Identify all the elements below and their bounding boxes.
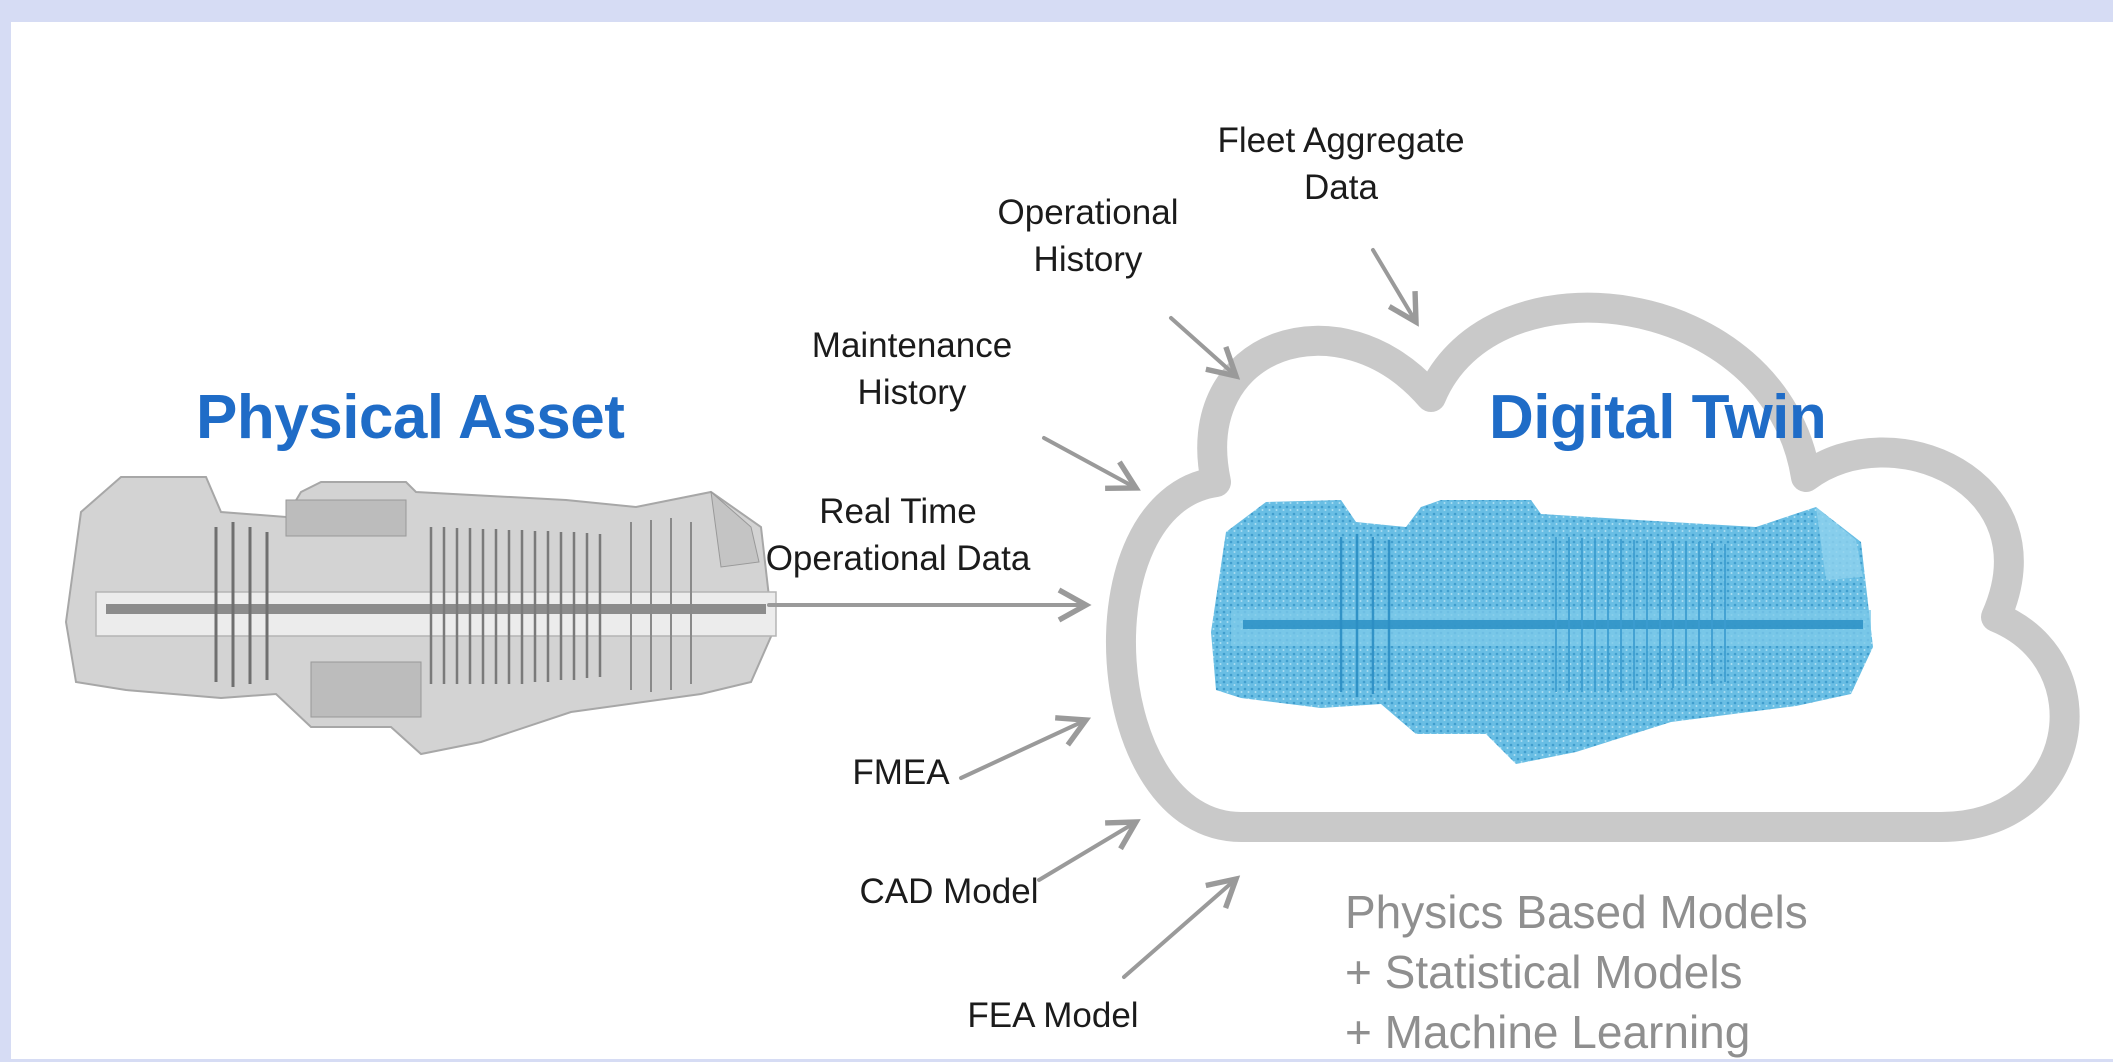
diagram-slide: Physical Asset Digital Twin Fleet Aggreg… <box>11 22 2113 1059</box>
models-list: Physics Based Models + Statistical Model… <box>1345 882 1808 1062</box>
arrow-fmea <box>959 715 1092 780</box>
arrow-operational-history <box>1169 316 1241 380</box>
models-line-machine-learning: + Machine Learning <box>1345 1006 1751 1058</box>
arrow-fleet-aggregate <box>1371 248 1419 327</box>
label-maintenance-history: Maintenance History <box>811 326 1013 412</box>
physical-asset-title: Physical Asset <box>196 383 625 452</box>
label-real-time-operational-data: Real Time Operational Data <box>765 492 1031 578</box>
arrow-maintenance-history <box>1042 436 1141 491</box>
models-line-statistical: + Statistical Models <box>1345 946 1743 998</box>
cloud-outline <box>1106 292 2080 842</box>
diagram-canvas <box>64 248 2080 979</box>
input-arrows <box>767 248 1419 979</box>
arrow-fea-model <box>1122 875 1241 979</box>
digital-twin-title: Digital Twin <box>1489 383 1827 452</box>
label-operational-history: Operational History <box>997 193 1179 279</box>
digital-twin-turbine-image <box>1211 500 1873 764</box>
label-cad-model: CAD Model <box>859 872 1039 911</box>
label-fmea: FMEA <box>852 753 950 792</box>
arrow-cad-model <box>1037 819 1141 882</box>
label-fea-model: FEA Model <box>967 996 1139 1035</box>
physical-turbine-image <box>64 476 777 756</box>
models-line-physics: Physics Based Models <box>1345 886 1808 938</box>
label-fleet-aggregate-data: Fleet Aggregate Data <box>1217 121 1465 207</box>
